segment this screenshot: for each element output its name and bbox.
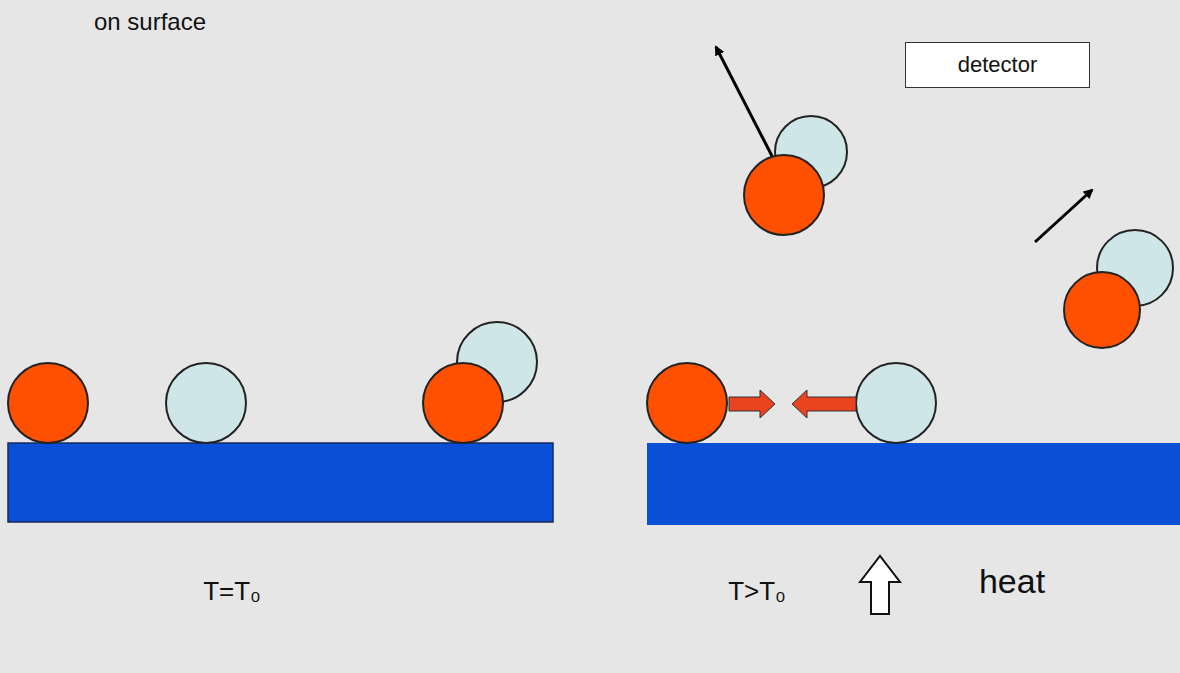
temperature-label: T=T₀ [203,577,261,607]
surface-slab [8,443,553,522]
atom-a [1064,272,1140,348]
motion-arrow [1035,190,1092,242]
heat-arrow [860,556,900,614]
motion-arrow [716,47,772,156]
atom-b [856,363,936,443]
temperature-label: T>T₀ [728,577,786,607]
atom-a [8,363,88,443]
atom-b [166,363,246,443]
attraction-arrow [792,390,856,418]
detector-box: detector [905,42,1090,88]
atom-a [744,155,824,235]
atom-a [647,363,727,443]
surface-slab [647,443,1180,525]
attraction-arrow [729,390,775,418]
state-label: on surface [94,8,206,36]
node-label: detector [958,52,1038,78]
heat-label: heat [979,562,1045,601]
atom-a [423,363,503,443]
